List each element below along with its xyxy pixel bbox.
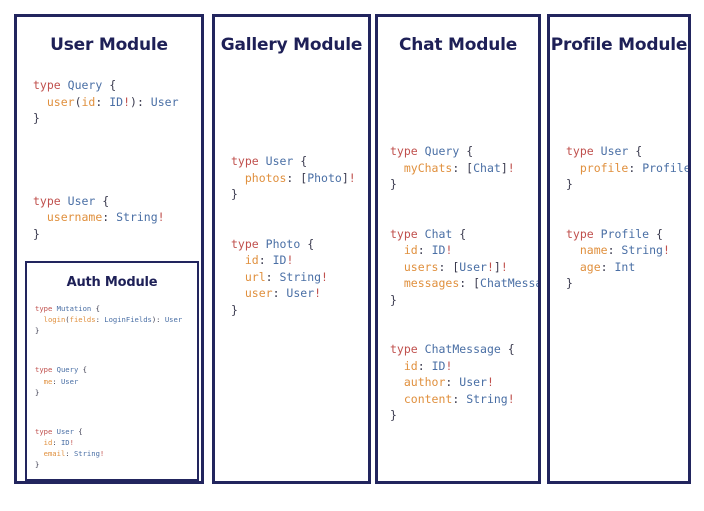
module-title-auth: Auth Module: [66, 275, 158, 290]
module-title-chat: Chat Module: [398, 35, 518, 55]
module-panel-gallery[interactable]: Gallery Module type User { photos: [Phot…: [212, 14, 371, 484]
module-code-auth: type Mutation { login(fields: LoginField…: [35, 304, 183, 470]
module-panel-chat[interactable]: Chat Module type Query { myChats: [Chat]…: [375, 14, 541, 484]
module-title-gallery: Gallery Module: [220, 35, 363, 55]
module-code-profile: type User { profile: Profile! } type Pro…: [566, 144, 691, 290]
module-title-profile: Profile Module: [550, 35, 688, 55]
module-panel-profile[interactable]: Profile Module type User { profile: Prof…: [547, 14, 691, 484]
module-code-gallery: type User { photos: [Photo]! } type Phot…: [231, 154, 356, 317]
module-code-user: type Query { user(id: ID!): User } type …: [33, 78, 179, 241]
module-title-user: User Module: [50, 35, 168, 55]
module-code-chat: type Query { myChats: [Chat]! } type Cha…: [390, 144, 538, 422]
module-panel-user[interactable]: User Module type Query { user(id: ID!): …: [14, 14, 204, 484]
module-panel-auth[interactable]: Auth Module type Mutation { login(fields…: [25, 261, 199, 481]
